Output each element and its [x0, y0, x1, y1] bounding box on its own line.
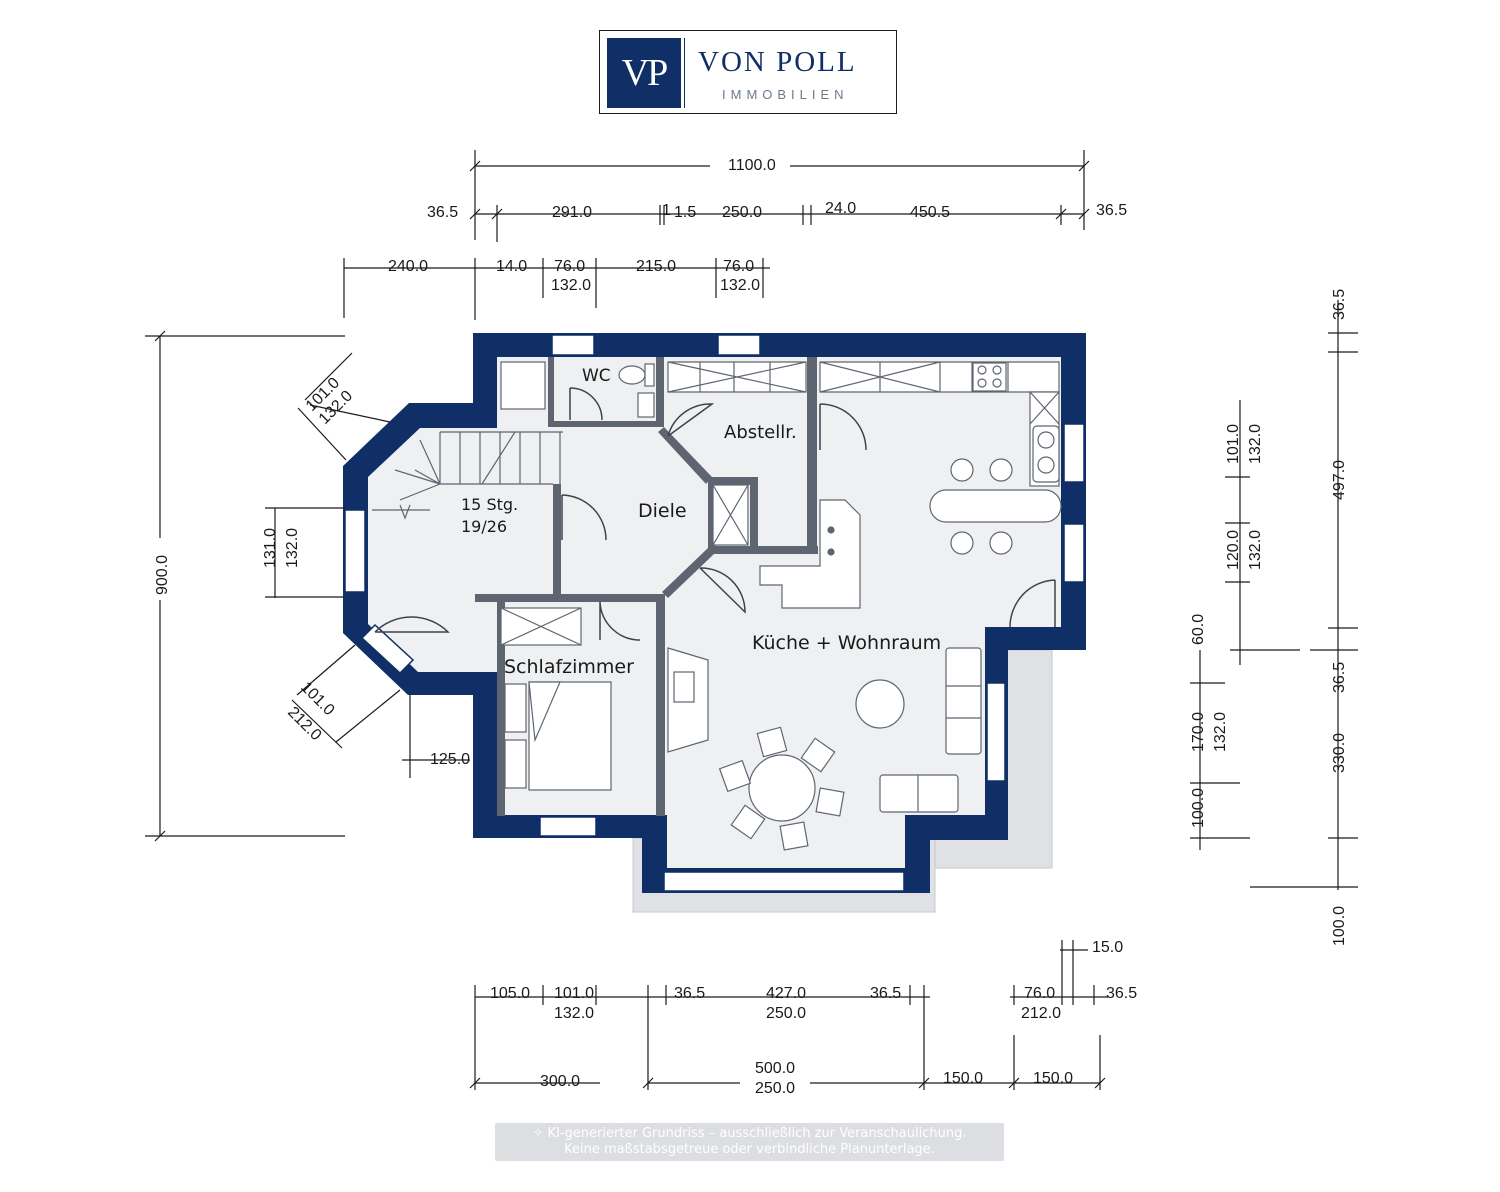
toilet — [618, 365, 646, 385]
disclaimer-line-2: Keine maßstabsgetreue oder verbindliche … — [564, 1142, 935, 1157]
dim-bottom-row1-8: 212.0 — [1021, 1005, 1061, 1022]
dim-top-row2-6: 450.5 — [910, 204, 950, 221]
washbasin — [637, 392, 655, 418]
dim-top-row2-0: 36.5 — [427, 204, 458, 221]
dim-bottom-row2-3: 150.0 — [943, 1070, 983, 1087]
dim-top-row3-1: 14.0 — [496, 258, 527, 275]
dim-right-inner-0: 101.0 — [1225, 424, 1242, 464]
dim-bottom-row1-5: 250.0 — [766, 1005, 806, 1022]
dim-right-inner-5: 170.0 — [1190, 712, 1207, 752]
dim-left-total: 900.0 — [154, 555, 171, 595]
dim-top-row2-4: 250.0 — [722, 204, 762, 221]
room-label-abstellraum: Abstellr. — [724, 422, 797, 443]
dim-top-total: 1100.0 — [728, 157, 776, 174]
dim-right-inner-2: 120.0 — [1225, 530, 1242, 570]
windows — [344, 334, 1085, 892]
dim-bottom-row2-2: 250.0 — [755, 1080, 795, 1097]
dim-top-row3-4: 215.0 — [636, 258, 676, 275]
dim-top-row3-0: 240.0 — [388, 258, 428, 275]
coffee-table — [855, 679, 905, 729]
stairs-ratio-label: 19/26 — [461, 517, 507, 536]
dim-right-inner-6: 132.0 — [1212, 712, 1229, 752]
doors — [374, 387, 1056, 641]
shower-tray — [500, 361, 546, 410]
dim-bottom-row1-2: 132.0 — [554, 1005, 594, 1022]
dim-top-row2-3: 1.5 — [674, 204, 696, 221]
dim-bottom-row2-0: 300.0 — [540, 1073, 580, 1090]
dim-right-outer-4: 100.0 — [1331, 906, 1348, 946]
kitchen-island — [929, 489, 1062, 523]
room-label-kueche-wohnraum: Küche + Wohnraum — [752, 632, 941, 654]
dim-top-row2-7: 36.5 — [1096, 202, 1127, 219]
logo-subtitle: IMMOBILIEN — [722, 87, 849, 102]
dim-top-row2-2: 1 — [662, 202, 671, 219]
ai-disclaimer-banner: ✧ KI-generierter Grundriss – ausschließl… — [495, 1123, 1004, 1161]
interior-walls — [475, 357, 818, 816]
dim-bottom-row2-4: 150.0 — [1033, 1070, 1073, 1087]
dim-right-outer-1: 497.0 — [1331, 460, 1348, 500]
kitchen-peninsula — [759, 499, 861, 609]
cooktop — [972, 362, 1007, 392]
room-label-schlafzimmer: Schlafzimmer — [504, 656, 634, 678]
dim-top-row3-5: 76.0 — [723, 258, 754, 275]
logo-mark: VP — [607, 38, 681, 108]
dim-bottom-row1-1: 101.0 — [554, 985, 594, 1002]
dim-right-inner-7: 100.0 — [1190, 788, 1207, 828]
dim-left-window-1: 132.0 — [284, 528, 301, 568]
logo-name: VON POLL — [698, 46, 857, 78]
dimension-lines — [145, 150, 1358, 1090]
dim-right-inner-3: 132.0 — [1247, 530, 1264, 570]
dim-bottom-row1-6: 36.5 — [870, 985, 901, 1002]
dim-top-row3-3: 132.0 — [551, 277, 591, 294]
dim-top-row2-1: 291.0 — [552, 204, 592, 221]
dining-table — [748, 754, 816, 822]
dim-bottom-row2-1: 500.0 — [755, 1060, 795, 1077]
dim-right-inner-1: 132.0 — [1247, 424, 1264, 464]
dim-right-outer-2: 36.5 — [1331, 662, 1348, 693]
dim-top-row3-2: 76.0 — [554, 258, 585, 275]
dim-right-outer-0: 36.5 — [1331, 289, 1348, 320]
dim-bottom-row1-7: 76.0 — [1024, 985, 1055, 1002]
dim-bottom-row1-10: 36.5 — [1106, 985, 1137, 1002]
room-label-diele: Diele — [638, 500, 687, 522]
dim-left-offset: 125.0 — [430, 751, 470, 768]
dim-bottom-row1-3: 36.5 — [674, 985, 705, 1002]
logo-divider — [684, 38, 685, 108]
von-poll-logo: VP VON POLL IMMOBILIEN — [599, 30, 897, 114]
dim-left-window-0: 131.0 — [262, 528, 279, 568]
dim-top-row3-6: 132.0 — [720, 277, 760, 294]
stairs-count-label: 15 Stg. — [461, 495, 518, 514]
dim-top-row2-5: 24.0 — [825, 200, 856, 217]
fixtures — [500, 361, 1062, 851]
dim-right-outer-3: 330.0 — [1331, 733, 1348, 773]
armchair — [879, 774, 959, 813]
dim-bottom-row1-9: 15.0 — [1092, 939, 1123, 956]
dim-right-inner-4: 60.0 — [1190, 614, 1207, 645]
disclaimer-line-1: ✧ KI-generierter Grundriss – ausschließl… — [532, 1126, 967, 1141]
staircase — [372, 431, 563, 520]
dim-bottom-row1-0: 105.0 — [490, 985, 530, 1002]
sofa — [945, 647, 982, 755]
dim-bottom-row1-4: 427.0 — [766, 985, 806, 1002]
room-label-wc: WC — [582, 366, 611, 386]
